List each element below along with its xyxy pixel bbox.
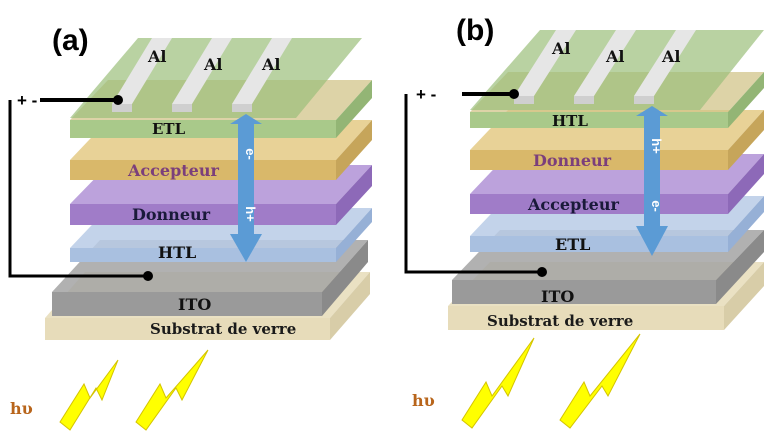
lightning-icon <box>59 359 119 431</box>
panel-a-charge-arrow: e- h+ <box>230 114 262 262</box>
panel-b: (b) Substrat de verre ITO ETL Acc <box>404 14 764 429</box>
panel-b-layer-glass-label: Substrat de verre <box>487 312 633 330</box>
panel-b-al-electrodes: Al Al Al <box>514 30 696 104</box>
panel-b-layer-ito-label: ITO <box>541 287 574 306</box>
panel-a-layer-htl-label: HTL <box>158 243 196 262</box>
panel-b-layer-htl-label: HTL <box>552 112 588 130</box>
panel-a-layer-donor-label: Donneur <box>132 205 211 224</box>
panel-b-al-label-3: Al <box>661 47 681 66</box>
panel-b-layer-donor-label: Donneur <box>533 151 612 170</box>
panel-a-light-source: hυ <box>10 349 209 431</box>
panel-a-al-label-1: Al <box>147 47 167 66</box>
lightning-icon <box>135 349 209 431</box>
panel-a-circuit: + - <box>8 91 153 281</box>
panel-a-electron-label: e- <box>243 148 258 160</box>
panel-b-circuit-polarity: + - <box>416 85 436 104</box>
panel-b-charge-arrow: h+ e- <box>636 106 668 256</box>
lightning-icon <box>461 337 535 429</box>
panel-b-circuit: + - <box>404 85 547 277</box>
panel-b-electron-label: e- <box>649 200 664 212</box>
panel-a-al-label-3: Al <box>261 55 281 74</box>
panel-b-layer-acceptor-label: Accepteur <box>527 195 619 214</box>
panel-b-al-label-1: Al <box>551 39 571 58</box>
panel-b-layer-etl-label: ETL <box>555 235 590 254</box>
panel-a-photon-label: hυ <box>10 399 33 418</box>
panel-a-layer-glass-label: Substrat de verre <box>150 320 296 338</box>
panel-a-label: (a) <box>52 24 89 57</box>
panel-b-hole-label: h+ <box>649 138 664 154</box>
panel-b-photon-label: hυ <box>412 391 435 410</box>
lightning-icon <box>559 333 641 429</box>
panel-a-layer-ito-label: ITO <box>178 295 211 314</box>
panel-b-al-label-2: Al <box>605 47 625 66</box>
panel-a: (a) Substrat de verre ITO HTL Don <box>8 24 372 431</box>
panel-a-al-label-2: Al <box>203 55 223 74</box>
panel-b-light-source: hυ <box>412 333 641 429</box>
panel-a-layer-etl-label: ETL <box>152 120 186 138</box>
panel-a-layer-acceptor-label: Accepteur <box>127 161 219 180</box>
panel-a-al-electrodes: Al Al Al <box>112 38 292 112</box>
panel-a-hole-label: h+ <box>243 206 258 222</box>
panel-a-circuit-polarity: + - <box>17 91 37 110</box>
panel-b-label: (b) <box>456 14 494 47</box>
